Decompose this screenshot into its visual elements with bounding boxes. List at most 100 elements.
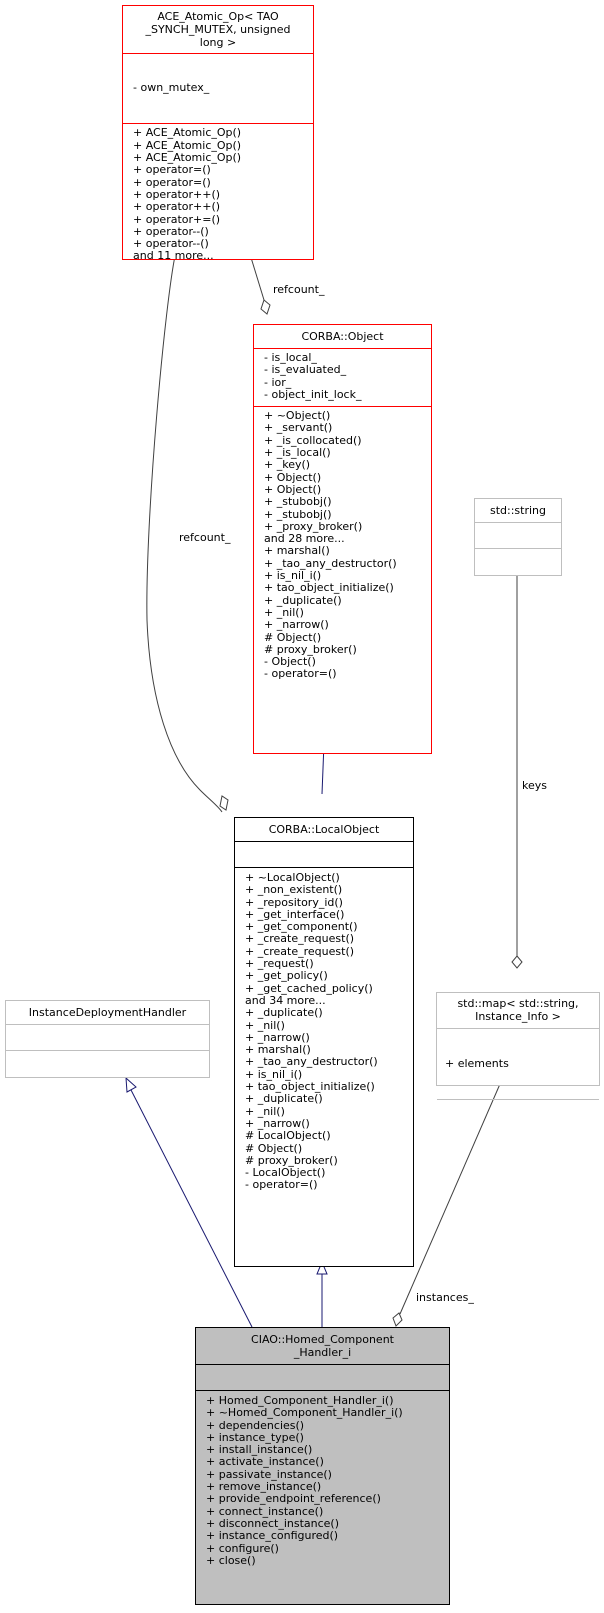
method[interactable]: + tao_object_initialize() xyxy=(264,581,394,595)
method[interactable]: + provide_endpoint_reference() xyxy=(206,1492,381,1506)
method[interactable]: # proxy_broker() xyxy=(245,1153,338,1167)
method[interactable]: + Object() xyxy=(264,470,322,484)
class-instance-deployment-handler[interactable]: InstanceDeploymentHandler xyxy=(5,1000,210,1078)
class-attributes: - own_mutex_ xyxy=(123,53,313,123)
method[interactable]: + remove_instance() xyxy=(206,1480,322,1494)
method[interactable]: + _get_component() xyxy=(245,920,358,934)
method[interactable]: + activate_instance() xyxy=(206,1455,324,1469)
method[interactable]: + _tao_any_destructor() xyxy=(264,556,397,570)
method[interactable]: # Object() xyxy=(245,1141,303,1155)
composition-diamond-icon xyxy=(392,1312,403,1327)
method[interactable]: + _stubobj() xyxy=(264,507,332,521)
method[interactable]: - Object() xyxy=(264,655,316,669)
class-std-map[interactable]: std::map< std::string, Instance_Info > +… xyxy=(436,992,600,1101)
method[interactable]: + _duplicate() xyxy=(245,1092,323,1106)
method[interactable]: # LocalObject() xyxy=(245,1129,331,1143)
method[interactable]: + ~Object() xyxy=(264,409,331,423)
attribute[interactable]: - object_init_lock_ xyxy=(264,387,362,401)
method[interactable]: + _is_local() xyxy=(264,446,331,460)
method[interactable]: + _get_cached_policy() xyxy=(245,981,373,995)
method[interactable]: + is_nil_i() xyxy=(264,569,322,583)
method[interactable]: + operator++() xyxy=(133,187,221,201)
class-corba-localobject[interactable]: CORBA::LocalObject + ~LocalObject()+ _no… xyxy=(234,817,414,1267)
method[interactable]: + _nil() xyxy=(245,1018,285,1032)
method[interactable]: + _narrow() xyxy=(245,1030,310,1044)
class-corba-object[interactable]: CORBA::Object - is_local_- is_evaluated_… xyxy=(253,324,432,754)
method[interactable]: + close() xyxy=(206,1553,256,1567)
attribute[interactable]: - is_local_ xyxy=(264,351,317,364)
method[interactable]: + operator+=() xyxy=(133,212,221,226)
composition-diamond-icon xyxy=(260,299,271,315)
method[interactable]: and 11 more... xyxy=(133,249,214,263)
class-attributes xyxy=(6,1024,209,1050)
title-line: std::map< std::string, xyxy=(457,997,579,1010)
method[interactable]: + _nil() xyxy=(245,1104,285,1118)
class-methods xyxy=(6,1050,209,1075)
class-std-string[interactable]: std::string xyxy=(474,498,562,576)
class-title: CIAO::Homed_Component _Handler_i xyxy=(196,1328,449,1364)
method[interactable]: + ACE_Atomic_Op() xyxy=(133,126,242,140)
method[interactable]: + instance_type() xyxy=(206,1430,304,1444)
method[interactable]: - operator=() xyxy=(245,1178,318,1192)
method[interactable]: + marshal() xyxy=(264,544,330,558)
method[interactable]: + Homed_Component_Handler_i() xyxy=(206,1394,394,1407)
attribute[interactable]: - ior_ xyxy=(264,375,292,389)
method[interactable]: + ACE_Atomic_Op() xyxy=(133,138,242,152)
method[interactable]: + ACE_Atomic_Op() xyxy=(133,151,242,165)
method[interactable]: + operator=() xyxy=(133,175,211,189)
method[interactable]: + _tao_any_destructor() xyxy=(245,1055,378,1069)
method[interactable]: + _is_collocated() xyxy=(264,433,362,447)
method[interactable]: + _request() xyxy=(245,957,314,971)
method[interactable]: # proxy_broker() xyxy=(264,642,357,656)
method[interactable]: and 28 more... xyxy=(264,532,345,546)
method[interactable]: + _narrow() xyxy=(245,1116,310,1130)
method[interactable]: + connect_instance() xyxy=(206,1504,324,1518)
method[interactable]: + _nil() xyxy=(264,605,304,619)
method[interactable]: + operator--() xyxy=(133,224,209,238)
class-title: std::string xyxy=(489,504,546,517)
method[interactable]: + _key() xyxy=(264,458,311,472)
edge-label-instances: instances_ xyxy=(416,1291,474,1304)
method[interactable]: and 34 more... xyxy=(245,993,326,1007)
method[interactable]: + ~LocalObject() xyxy=(245,871,340,884)
method[interactable]: + _stubobj() xyxy=(264,495,332,509)
method[interactable]: + _proxy_broker() xyxy=(264,519,363,533)
class-homed-component-handler[interactable]: CIAO::Homed_Component _Handler_i + Homed… xyxy=(195,1327,450,1605)
method[interactable]: + tao_object_initialize() xyxy=(245,1080,375,1094)
method[interactable]: + instance_configured() xyxy=(206,1529,339,1543)
method[interactable]: - operator=() xyxy=(264,667,337,681)
method[interactable]: + _duplicate() xyxy=(264,593,342,607)
method[interactable]: + operator=() xyxy=(133,163,211,177)
method[interactable]: + marshal() xyxy=(245,1043,311,1057)
method[interactable]: + ~Homed_Component_Handler_i() xyxy=(206,1406,403,1420)
method[interactable]: + _non_existent() xyxy=(245,883,343,897)
method[interactable]: + passivate_instance() xyxy=(206,1467,332,1481)
title-line: ACE_Atomic_Op< TAO xyxy=(157,10,279,23)
method[interactable]: + _duplicate() xyxy=(245,1006,323,1020)
method[interactable]: + _create_request() xyxy=(245,944,355,958)
class-ace-atomic-op[interactable]: ACE_Atomic_Op< TAO _SYNCH_MUTEX, unsigne… xyxy=(122,5,314,263)
method[interactable]: + _servant() xyxy=(264,421,333,435)
method[interactable]: - LocalObject() xyxy=(245,1166,326,1180)
method[interactable]: + operator++() xyxy=(133,200,221,214)
method[interactable]: + Object() xyxy=(264,482,322,496)
method[interactable]: + _create_request() xyxy=(245,932,355,946)
attribute[interactable]: - is_evaluated_ xyxy=(264,363,347,377)
title-line: _SYNCH_MUTEX, unsigned xyxy=(145,23,291,36)
method[interactable]: + _get_policy() xyxy=(245,969,328,983)
method[interactable]: + configure() xyxy=(206,1541,279,1555)
method[interactable]: + operator--() xyxy=(133,237,209,251)
method[interactable]: + _repository_id() xyxy=(245,895,343,909)
edge-refcount-localobject xyxy=(146,250,223,813)
method[interactable]: + dependencies() xyxy=(206,1418,305,1432)
method[interactable]: + install_instance() xyxy=(206,1443,313,1457)
method[interactable]: + disconnect_instance() xyxy=(206,1516,340,1530)
method[interactable]: + is_nil_i() xyxy=(245,1067,303,1081)
class-title: InstanceDeploymentHandler xyxy=(28,1006,187,1019)
edge-label-refcount-object: refcount_ xyxy=(273,283,325,296)
inheritance-arrow-icon xyxy=(125,1076,137,1093)
method[interactable]: + _narrow() xyxy=(264,618,329,632)
method[interactable]: # Object() xyxy=(264,630,322,644)
method[interactable]: + _get_interface() xyxy=(245,907,345,921)
